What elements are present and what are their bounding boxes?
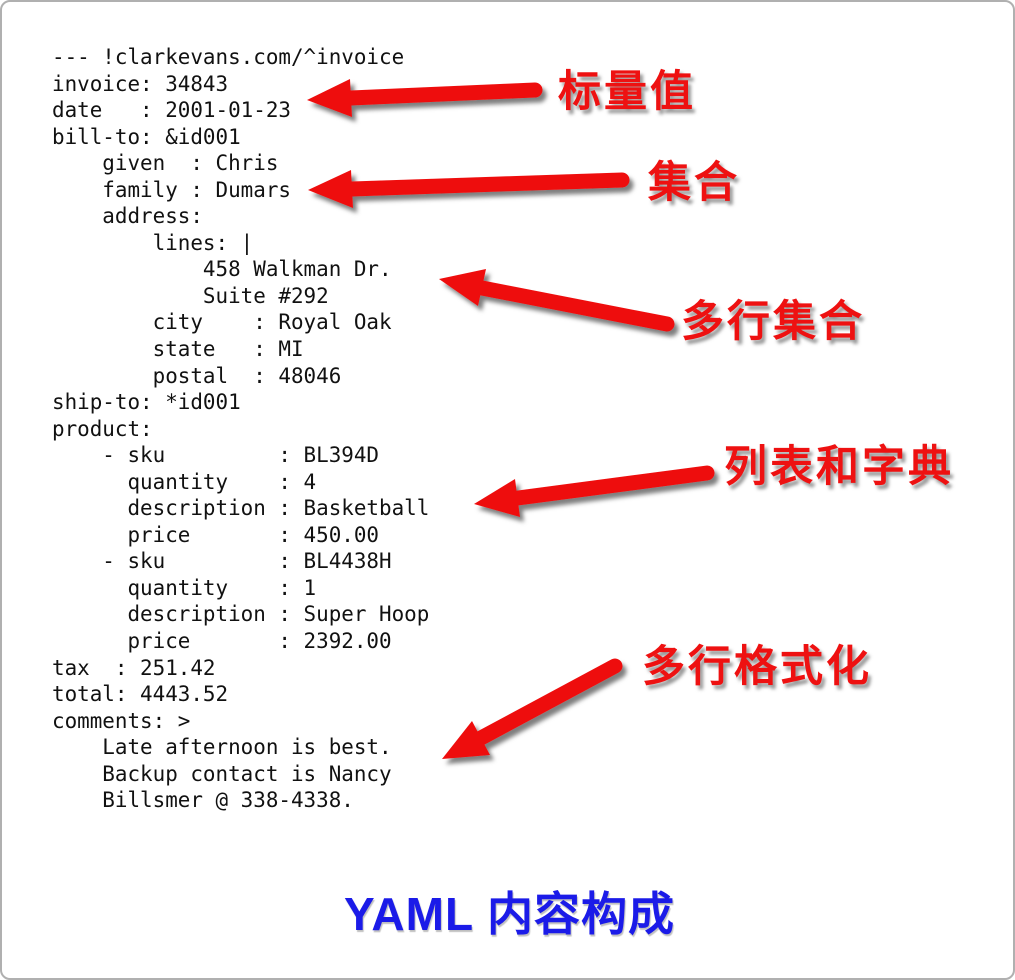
annotation-label-multiline-format: 多行格式化 [642, 643, 872, 691]
yaml-line: family : Dumars [52, 177, 291, 202]
yaml-line: price : 2392.00 [52, 629, 392, 654]
yaml-line: - sku : BL4438H [52, 549, 392, 574]
yaml-line: address: [52, 204, 203, 229]
yaml-line: Late afternoon is best. [52, 735, 392, 760]
yaml-line: - sku : BL394D [52, 443, 380, 468]
yaml-line: --- !clarkevans.com/^invoice [52, 45, 405, 69]
yaml-line: 458 Walkman Dr. [52, 257, 392, 282]
yaml-line: given : Chris [52, 151, 279, 176]
yaml-line: quantity : 1 [52, 575, 317, 600]
yaml-line: city : Royal Oak [52, 310, 392, 335]
yaml-line: state : MI [52, 337, 304, 362]
yaml-line: lines: | [52, 230, 254, 255]
yaml-line: postal : 48046 [52, 363, 342, 388]
diagram-title: YAML 内容构成 [343, 888, 676, 940]
yaml-line: Backup contact is Nancy [52, 761, 392, 786]
yaml-line: description : Basketball [52, 496, 430, 521]
yaml-line: price : 450.00 [52, 522, 380, 547]
yaml-line: product: [52, 416, 153, 441]
yaml-line: bill-to: &id001 [52, 124, 241, 149]
yaml-line: total: 4443.52 [52, 682, 229, 707]
list-and-dict-arrow-icon [474, 465, 715, 517]
yaml-line: invoice: 34843 [52, 71, 229, 96]
yaml-line: comments: > [52, 708, 191, 733]
annotation-label-collection: 集合 [648, 159, 740, 207]
annotation-label-multiline-collection: 多行集合 [681, 298, 865, 346]
yaml-line: description : Super Hoop [52, 602, 430, 627]
yaml-line: tax : 251.42 [52, 655, 216, 680]
yaml-line: Billsmer @ 338-4338. [52, 788, 354, 813]
multiline-format-arrow-icon [442, 658, 623, 759]
yaml-line: quantity : 4 [52, 469, 317, 494]
multiline-collection-arrow-icon [439, 269, 675, 332]
yaml-line: date : 2001-01-23 [52, 98, 291, 123]
yaml-line: Suite #292 [52, 283, 329, 308]
annotation-label-list-and-dict: 列表和字典 [724, 443, 954, 491]
yaml-line: ship-to: *id001 [52, 390, 241, 415]
annotation-label-scalar-value: 标量值 [558, 68, 696, 116]
